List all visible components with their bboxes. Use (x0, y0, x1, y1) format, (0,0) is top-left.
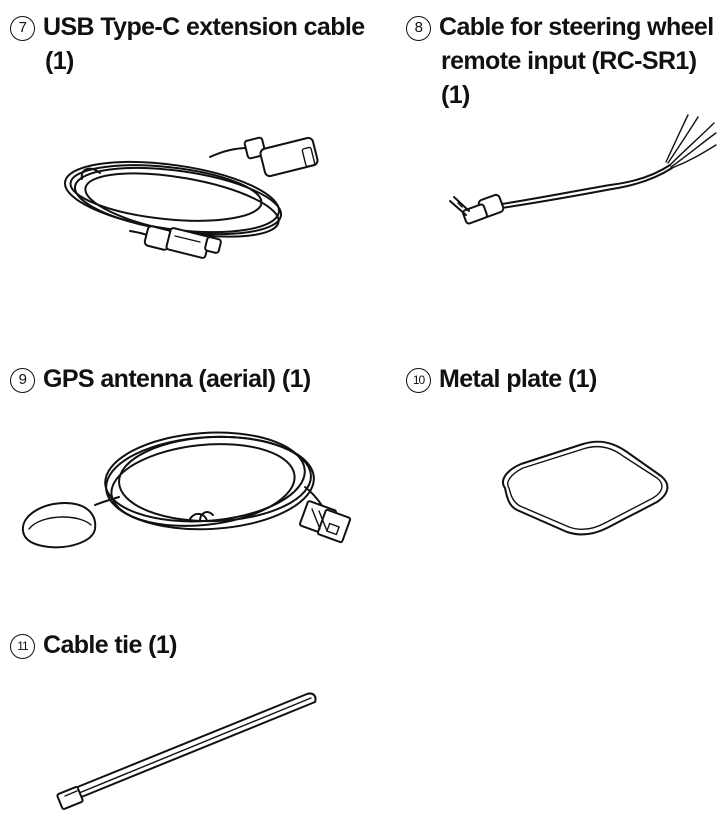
item-8-title: 8 Cable for steering wheel remote input (… (406, 10, 719, 112)
item-number-11: 11 (10, 634, 35, 659)
item-9-label: GPS antenna (aerial) (1) (43, 365, 311, 393)
gps-antenna-icon (21, 431, 352, 549)
item-8-label: Cable for steering wheel (439, 13, 714, 41)
usb-type-c-extension-cable-icon (63, 136, 319, 259)
item-11-label: Cable tie (1) (43, 631, 178, 659)
cable-tie-icon (56, 692, 317, 810)
item-10-title: 10 Metal plate (1) (406, 362, 597, 396)
item-11-title: 11 Cable tie (1) (10, 628, 178, 662)
item-number-8: 8 (406, 16, 431, 41)
item-7-label: USB Type-C extension cable (43, 13, 365, 41)
steering-wheel-remote-cable-icon (449, 114, 717, 225)
item-number-9: 9 (10, 368, 35, 393)
item-number-10: 10 (406, 368, 431, 393)
item-7-label-cont: (1) (45, 47, 74, 75)
item-10-label: Metal plate (1) (439, 365, 597, 393)
item-number-7: 7 (10, 16, 35, 41)
item-7-title: 7 USB Type-C extension cable (1) (10, 10, 365, 78)
item-8-label-cont: remote input (RC-SR1) (1) (441, 47, 697, 109)
metal-plate-icon (502, 440, 669, 536)
item-9-title: 9 GPS antenna (aerial) (1) (10, 362, 311, 396)
